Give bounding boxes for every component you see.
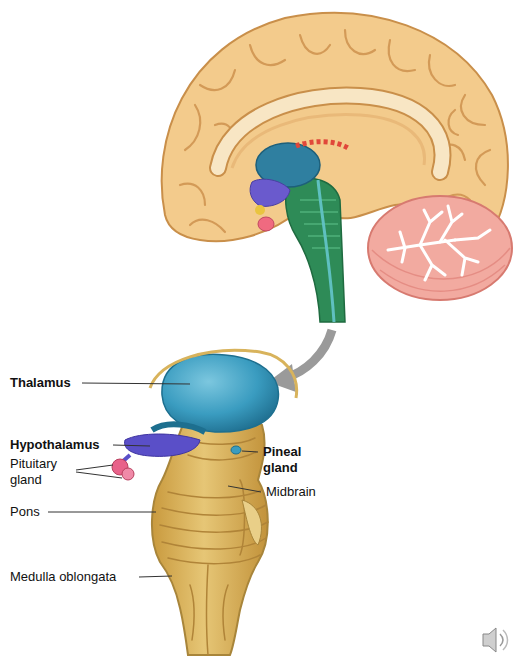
corpus-callosum [218, 96, 442, 172]
leader-line [48, 383, 261, 577]
cerebellum [400, 232, 405, 262]
leader-line [228, 486, 261, 492]
cerebellum [372, 248, 510, 279]
leader-line [113, 445, 150, 446]
pituitary-gland [122, 468, 134, 480]
cerebellum [368, 196, 512, 300]
part-label: Pineal gland [263, 444, 315, 476]
cerebrum [250, 45, 285, 65]
brainstem [162, 538, 266, 549]
part-label: Thalamus [10, 375, 71, 391]
hypothalamus-section [250, 179, 290, 206]
brainstem-section [300, 199, 336, 201]
cerebrum [200, 70, 235, 90]
thalamus-section [296, 142, 348, 148]
brainstem [168, 555, 260, 564]
cerebellum [388, 206, 490, 280]
brainstem-section [318, 180, 334, 322]
brainstem-section [304, 223, 338, 225]
cerebrum [449, 110, 458, 135]
corpus-callosum [218, 96, 442, 172]
brainstem [168, 490, 262, 498]
thalamus [150, 350, 297, 398]
leader-line [48, 512, 156, 513]
cerebrum [185, 105, 200, 150]
part-label: Hypothalamus [10, 437, 100, 453]
cerebellum [420, 245, 445, 280]
thalamus [150, 350, 297, 432]
brainstem [240, 480, 245, 555]
part-label: Medulla oblongata [10, 569, 116, 585]
cerebrum [345, 30, 375, 54]
leader-line [82, 383, 190, 384]
brainstem-section [286, 178, 345, 322]
speaker-icon [483, 628, 508, 652]
hypothalamus-section [258, 217, 274, 231]
cerebrum [389, 40, 415, 71]
cerebrum [180, 184, 205, 205]
part-label: Pituitary gland [10, 456, 74, 488]
cerebellum [420, 210, 442, 245]
cerebellum [445, 240, 478, 275]
corpus-callosum [218, 96, 442, 172]
cerebellum [372, 248, 510, 291]
zoom-arrow [268, 330, 332, 392]
part-label: Midbrain [266, 484, 316, 500]
brainstem [242, 500, 261, 545]
cerebellum [440, 206, 462, 242]
brainstem-section [286, 178, 345, 322]
cerebrum [429, 55, 455, 86]
speaker-icon [500, 634, 503, 646]
brainstem [190, 585, 194, 640]
brainstem-section [300, 211, 338, 213]
leader-line [139, 576, 172, 577]
cerebellum [455, 230, 490, 240]
brainstem [160, 438, 268, 655]
cerebrum [461, 95, 485, 125]
leader-line [242, 451, 258, 452]
cerebrum [190, 220, 225, 232]
brainstem [207, 565, 209, 655]
cerebellum [368, 196, 512, 300]
hypothalamus-section [255, 205, 265, 215]
pineal-gland [231, 446, 241, 454]
speaker-icon [503, 630, 508, 650]
brainstem [188, 452, 256, 460]
leader-line [76, 465, 113, 470]
speaker-icon [483, 628, 496, 652]
part-label: Pons [10, 504, 40, 520]
thalamus [152, 424, 205, 432]
cerebrum [300, 35, 330, 54]
leader-line [76, 472, 122, 478]
brainstem [223, 585, 228, 640]
hypothalamus-section [250, 179, 290, 231]
pineal-gland [231, 446, 241, 454]
cerebrum [476, 150, 490, 185]
hypothalamus [122, 434, 200, 462]
thalamus [162, 354, 279, 432]
